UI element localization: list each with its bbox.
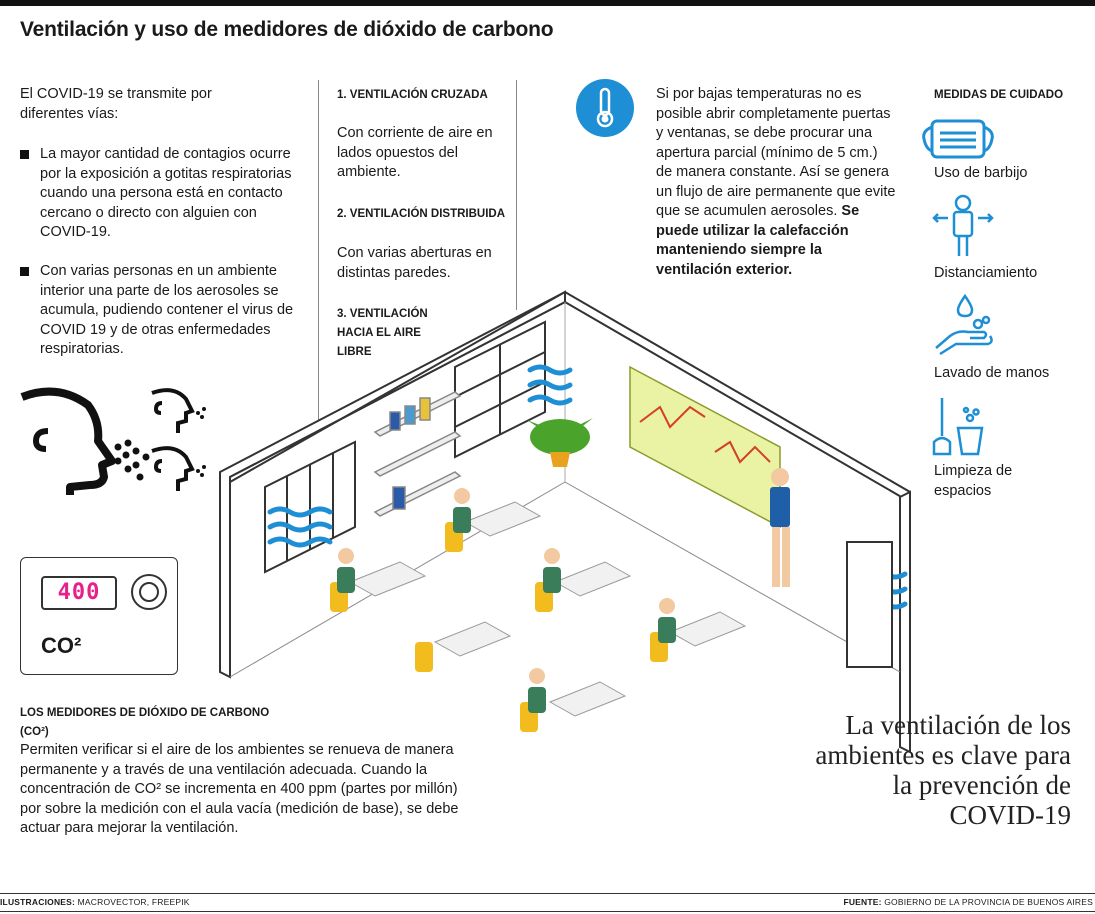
bullet-2-text: Con varias personas en un ambiente inter…: [40, 263, 294, 357]
meters-heading: Los medidores de dióxido de carbono (CO²…: [20, 707, 270, 738]
measure-mask-label: Uso de barbijo: [934, 165, 1028, 181]
cleaning-icon: [932, 398, 984, 456]
bullet-marker: [20, 150, 29, 159]
illustrations-credit-label: ILUSTRACIONES:: [0, 897, 76, 907]
back-window: [454, 320, 546, 459]
top-bar: [0, 0, 1095, 6]
low-temperature-plain: Si por bajas temperaturas no es posible …: [656, 86, 896, 219]
thermometer-icon: [576, 79, 634, 137]
bookshelves: [373, 391, 462, 517]
intro-text: El COVID-19 se transmite por diferentes …: [20, 86, 212, 122]
bullet-1-text: La mayor cantidad de contagios ocurre po…: [40, 146, 292, 240]
bullet-marker: [20, 267, 29, 276]
source-credit: FUENTE: GOBIERNO DE LA PROVINCIA DE BUEN…: [843, 897, 1093, 907]
door: [846, 541, 893, 668]
measure-cleaning-label: Limpieza de espacios: [934, 463, 1013, 499]
plant: [527, 418, 593, 467]
care-measures-heading: Medidas de cuidado: [934, 89, 1064, 101]
co2-label: CO²: [41, 633, 82, 658]
ventilation-3-heading: 3. Ventilación hacia el aire libre: [337, 308, 428, 358]
large-head-icon: [20, 387, 116, 495]
hand-washing-icon: [935, 293, 993, 356]
column-divider: [318, 80, 319, 425]
teacher: [770, 468, 790, 587]
ventilation-1-text: Con corriente de aire en lados opuestos …: [337, 125, 493, 180]
illustrations-credit-value: MACROVECTOR, FREEPIK: [77, 897, 190, 907]
meters-text: Permiten verificar si el aire de los amb…: [20, 742, 459, 836]
ventilation-1-heading: 1. Ventilación cruzada: [337, 89, 488, 101]
low-temperature-text: Si por bajas temperaturas no es posible …: [656, 85, 896, 280]
key-message: La ventilación de los ambientes es clave…: [815, 710, 1071, 830]
ventilation-2-heading: 2. Ventilación distribuida: [337, 208, 506, 220]
footer-rule: [0, 893, 1095, 894]
source-credit-label: FUENTE:: [843, 897, 882, 907]
illustrations-credit: ILUSTRACIONES: MACROVECTOR, FREEPIK: [0, 897, 190, 907]
page-title: Ventilación y uso de medidores de dióxid…: [20, 18, 554, 41]
aerosol-heads-illustration: [20, 387, 206, 495]
co2-meter-illustration: 400 CO²: [20, 557, 178, 675]
co2-meter-display: 400: [41, 576, 117, 610]
footer-rule: [0, 911, 1095, 912]
whiteboard: [629, 365, 781, 529]
aerosol-dots: [114, 439, 150, 481]
source-credit-value: GOBIERNO DE LA PROVINCIA DE BUENOS AIRES: [884, 897, 1093, 907]
measure-distancing-label: Distanciamiento: [934, 265, 1038, 281]
measure-handwash-label: Lavado de manos: [934, 365, 1050, 381]
classroom-illustration: [219, 290, 911, 754]
column-divider: [516, 80, 517, 310]
meter-dial-icon: [131, 574, 167, 610]
student-desks: [330, 488, 747, 732]
small-head-icon: [151, 446, 195, 491]
distancing-icon: [932, 194, 994, 256]
face-mask-icon: [922, 119, 994, 159]
heating-tip: Se puede utilizar la calefacción manteni…: [656, 203, 860, 278]
small-head-icon: [151, 388, 195, 433]
ventilation-2-text: Con varias aberturas en distintas parede…: [337, 245, 492, 281]
